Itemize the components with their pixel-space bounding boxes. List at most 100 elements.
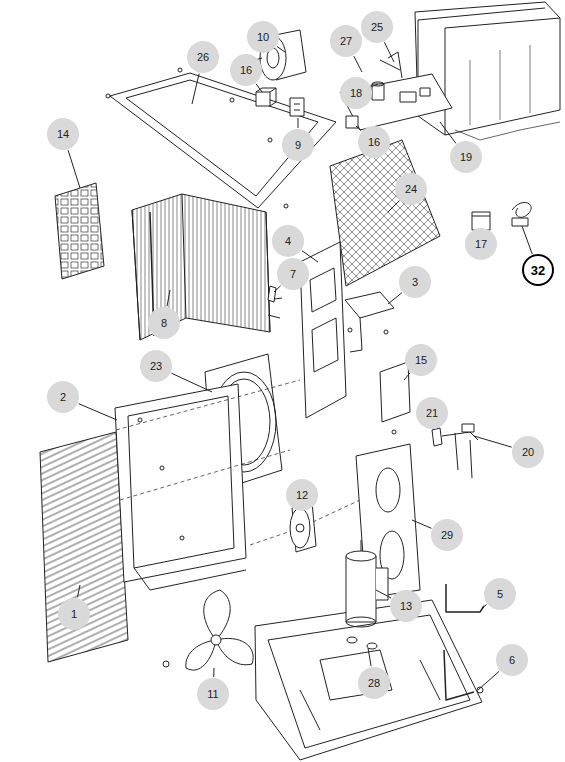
callout-number: 25 xyxy=(361,11,393,43)
callout-text: 1 xyxy=(71,609,77,620)
leader-line xyxy=(298,118,299,128)
leader-line xyxy=(482,604,487,608)
side-grille xyxy=(55,183,104,279)
callout-text: 3 xyxy=(412,277,418,288)
leader-line xyxy=(522,226,532,254)
callout-text: 7 xyxy=(290,269,296,280)
callout-text: 17 xyxy=(475,239,487,250)
callout-number: 1 xyxy=(58,598,90,630)
callout-number: 10 xyxy=(247,21,279,53)
sensor xyxy=(512,202,531,226)
relay xyxy=(256,88,276,106)
callout-number: 18 xyxy=(340,77,372,109)
callout-text: 8 xyxy=(161,318,167,329)
callout-text: 2 xyxy=(60,392,66,403)
bracket xyxy=(345,292,394,352)
callout-text: 12 xyxy=(296,490,308,501)
leader-line xyxy=(474,436,512,447)
leader-line xyxy=(372,84,378,87)
callout-number: 16 xyxy=(358,126,390,158)
base-pan xyxy=(255,600,482,760)
leader-line xyxy=(388,201,399,212)
leader-line xyxy=(192,74,199,104)
callout-text: 24 xyxy=(405,184,417,195)
callout-number: 6 xyxy=(496,644,528,676)
callout-text: 19 xyxy=(460,152,472,163)
valve-cover xyxy=(380,362,410,434)
callout-number: 26 xyxy=(187,41,219,73)
callout-text: 13 xyxy=(400,601,412,612)
leader-line xyxy=(68,150,80,188)
callout-number: 28 xyxy=(358,667,390,699)
callout-text: 29 xyxy=(441,530,453,541)
callout-number: 13 xyxy=(390,590,422,622)
leader-line xyxy=(478,671,499,690)
callout-number: 23 xyxy=(140,350,172,382)
callout-text: 28 xyxy=(368,678,380,689)
condenser-coil xyxy=(132,194,282,340)
leader-line xyxy=(77,585,80,597)
leader-line xyxy=(277,47,285,52)
callout-number: 32 xyxy=(522,254,554,286)
callout-text: 15 xyxy=(415,355,427,366)
compressor xyxy=(346,540,388,627)
fan-blade xyxy=(163,590,253,670)
callout-text: 4 xyxy=(285,236,291,247)
callout-number: 27 xyxy=(330,25,362,57)
terminal xyxy=(290,98,304,116)
callout-number: 29 xyxy=(431,519,463,551)
callout-text: 11 xyxy=(207,689,218,700)
leader-line xyxy=(384,42,394,62)
leader-line xyxy=(368,648,371,666)
callout-text: 27 xyxy=(340,36,352,47)
callout-number: 7 xyxy=(277,258,309,290)
callout-text: 23 xyxy=(150,361,162,372)
leader-line xyxy=(404,373,410,380)
callout-number: 14 xyxy=(47,118,79,150)
pipe xyxy=(444,650,474,700)
callout-number: 24 xyxy=(395,173,427,205)
pipe xyxy=(446,584,484,612)
leader-line xyxy=(256,84,262,92)
callout-text: 14 xyxy=(57,129,69,140)
callout-number: 21 xyxy=(416,397,448,429)
leader-line xyxy=(213,668,214,677)
callout-number: 20 xyxy=(512,436,544,468)
callout-text: 5 xyxy=(497,589,503,600)
callout-number: 19 xyxy=(450,141,482,173)
callout-text: 32 xyxy=(531,264,545,277)
circuit-board xyxy=(340,52,452,130)
callout-text: 16 xyxy=(240,65,252,76)
leader-line xyxy=(171,373,212,392)
leader-line xyxy=(412,520,431,528)
leader-line xyxy=(79,404,117,420)
callout-number: 2 xyxy=(47,381,79,413)
callout-text: 25 xyxy=(371,22,383,33)
leader-line xyxy=(274,286,281,292)
leader-line xyxy=(388,293,402,304)
leader-line xyxy=(356,126,361,131)
wire-mesh xyxy=(330,140,440,286)
leader-line xyxy=(354,56,362,72)
callout-number: 5 xyxy=(484,578,516,610)
front-panel xyxy=(115,384,246,590)
callout-text: 21 xyxy=(426,408,438,419)
callout-number: 12 xyxy=(286,479,318,511)
callout-text: 26 xyxy=(197,52,209,63)
callout-text: 16 xyxy=(368,137,380,148)
front-grille xyxy=(40,432,128,662)
top-cover xyxy=(106,68,336,208)
leader-line xyxy=(376,590,391,598)
callout-text: 18 xyxy=(350,88,362,99)
partition-panel xyxy=(268,242,346,418)
service-valve xyxy=(432,424,478,478)
callout-text: 10 xyxy=(257,32,269,43)
leader-line xyxy=(302,251,318,262)
callout-number: 11 xyxy=(197,678,229,710)
control-box xyxy=(415,2,560,140)
leader-line xyxy=(167,290,170,306)
rubber-grommet xyxy=(347,637,377,649)
callout-text: 6 xyxy=(509,655,515,666)
